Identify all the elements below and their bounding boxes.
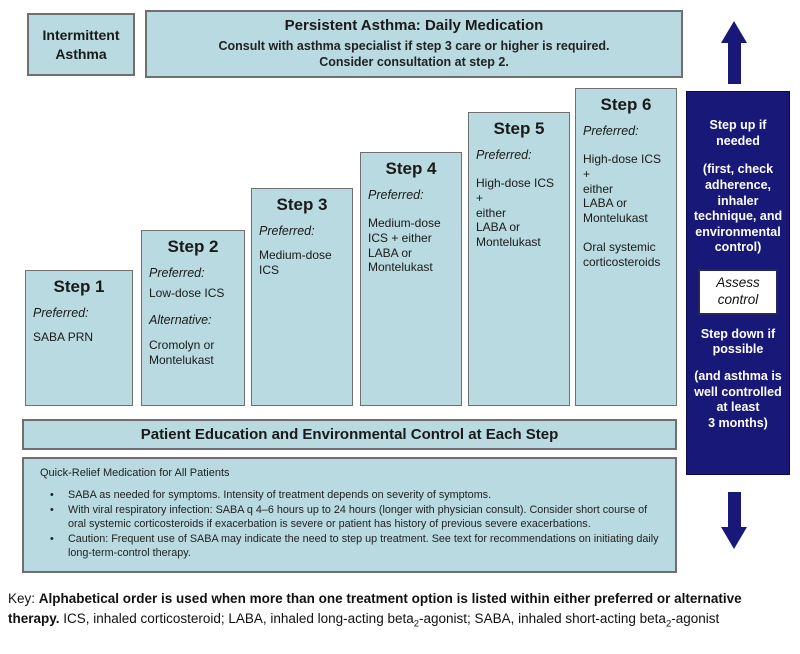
step-up-note: (first, check adherence, inhaler techniq… xyxy=(693,162,783,255)
key-subscript: 2 xyxy=(413,618,420,630)
step-2-alternative-label: Alternative: xyxy=(149,312,212,327)
step-2-title: Step 2 xyxy=(167,237,219,256)
persistent-asthma-title: Persistent Asthma: Daily Medication xyxy=(284,17,544,34)
step-5-preferred-text: High-dose ICS + either LABA or Monteluka… xyxy=(476,176,555,249)
step-1-preferred-label: Preferred: xyxy=(33,306,89,320)
key-text: Key: Alphabetical order is used when mor… xyxy=(8,589,794,632)
key-abbreviations-1: ICS, inhaled corticosteroid; LABA, inhal… xyxy=(63,611,414,627)
step-1-title: Step 1 xyxy=(53,277,105,296)
step-up-down-panel: Step up if needed (first, check adherenc… xyxy=(686,91,790,475)
step-4-preferred-label: Preferred: xyxy=(368,188,424,202)
consider-consultation-note: Consider consultation at step 2. xyxy=(319,55,509,70)
step-2-box: Step 2 Preferred: Low-dose ICS Alternati… xyxy=(141,230,245,406)
persistent-asthma-header: Persistent Asthma: Daily Medication Cons… xyxy=(145,10,683,78)
step-5-box: Step 5 Preferred: High-dose ICS + either… xyxy=(468,112,570,406)
step-2-preferred-text: Low-dose ICS xyxy=(149,286,225,301)
key-abbreviations-3: -agonist xyxy=(671,611,720,627)
key-bold-statement: Alphabetical order is used when more tha… xyxy=(8,591,742,627)
step-4-title: Step 4 xyxy=(385,159,437,178)
key-prefix: Key: xyxy=(8,591,39,606)
step-up-arrow-icon xyxy=(721,21,747,84)
step-up-label: Step up if needed xyxy=(709,118,767,148)
step-3-title: Step 3 xyxy=(276,195,328,214)
step-6-box: Step 6 Preferred: High-dose ICS + either… xyxy=(575,88,677,406)
step-down-arrow-icon xyxy=(721,492,747,549)
step-6-preferred-label: Preferred: xyxy=(583,124,639,138)
intermittent-asthma-box: Intermittent Asthma xyxy=(27,13,135,76)
quick-relief-bullet: SABA as needed for symptoms. Intensity o… xyxy=(46,488,665,503)
key-abbreviations-2: -agonist; SABA, inhaled short-acting bet… xyxy=(419,611,666,627)
step-3-preferred-text: Medium-dose ICS xyxy=(259,248,332,277)
consult-specialist-note: Consult with asthma specialist if step 3… xyxy=(218,39,610,53)
step-1-box: Step 1 Preferred: SABA PRN xyxy=(25,270,133,406)
step-5-title: Step 5 xyxy=(493,119,545,138)
quick-relief-bullet-list: SABA as needed for symptoms. Intensity o… xyxy=(46,488,665,561)
step-6-extra-text: Oral systemic corticosteroids xyxy=(583,240,661,269)
quick-relief-title: Quick-Relief Medication for All Patients xyxy=(40,467,230,479)
step-6-preferred-text: High-dose ICS + either LABA or Monteluka… xyxy=(583,152,662,225)
intermittent-asthma-label: Intermittent Asthma xyxy=(42,27,120,62)
step-5-preferred-label: Preferred: xyxy=(476,148,532,162)
step-down-label: Step down if possible xyxy=(700,326,776,357)
quick-relief-bullet: With viral respiratory infection: SABA q… xyxy=(46,503,665,532)
step-6-title: Step 6 xyxy=(600,95,652,114)
patient-education-bar: Patient Education and Environmental Cont… xyxy=(22,419,677,450)
step-4-box: Step 4 Preferred: Medium-dose ICS + eith… xyxy=(360,152,462,406)
step-4-preferred-text: Medium-dose ICS + either LABA or Montelu… xyxy=(368,216,441,275)
step-down-note: (and asthma is well controlled at least … xyxy=(694,369,782,430)
step-3-preferred-label: Preferred: xyxy=(259,224,315,238)
quick-relief-bullet: Caution: Frequent use of SABA may indica… xyxy=(46,532,665,561)
step-2-alternative-text: Cromolyn or Montelukast xyxy=(149,338,215,367)
quick-relief-box: Quick-Relief Medication for All Patients… xyxy=(22,457,677,573)
patient-education-label: Patient Education and Environmental Cont… xyxy=(140,426,559,443)
key-subscript: 2 xyxy=(665,618,672,630)
assess-control-box: Assess control xyxy=(698,269,778,315)
step-2-preferred-label: Preferred: xyxy=(149,266,205,280)
step-3-box: Step 3 Preferred: Medium-dose ICS xyxy=(251,188,353,406)
step-1-preferred-text: SABA PRN xyxy=(33,330,94,345)
